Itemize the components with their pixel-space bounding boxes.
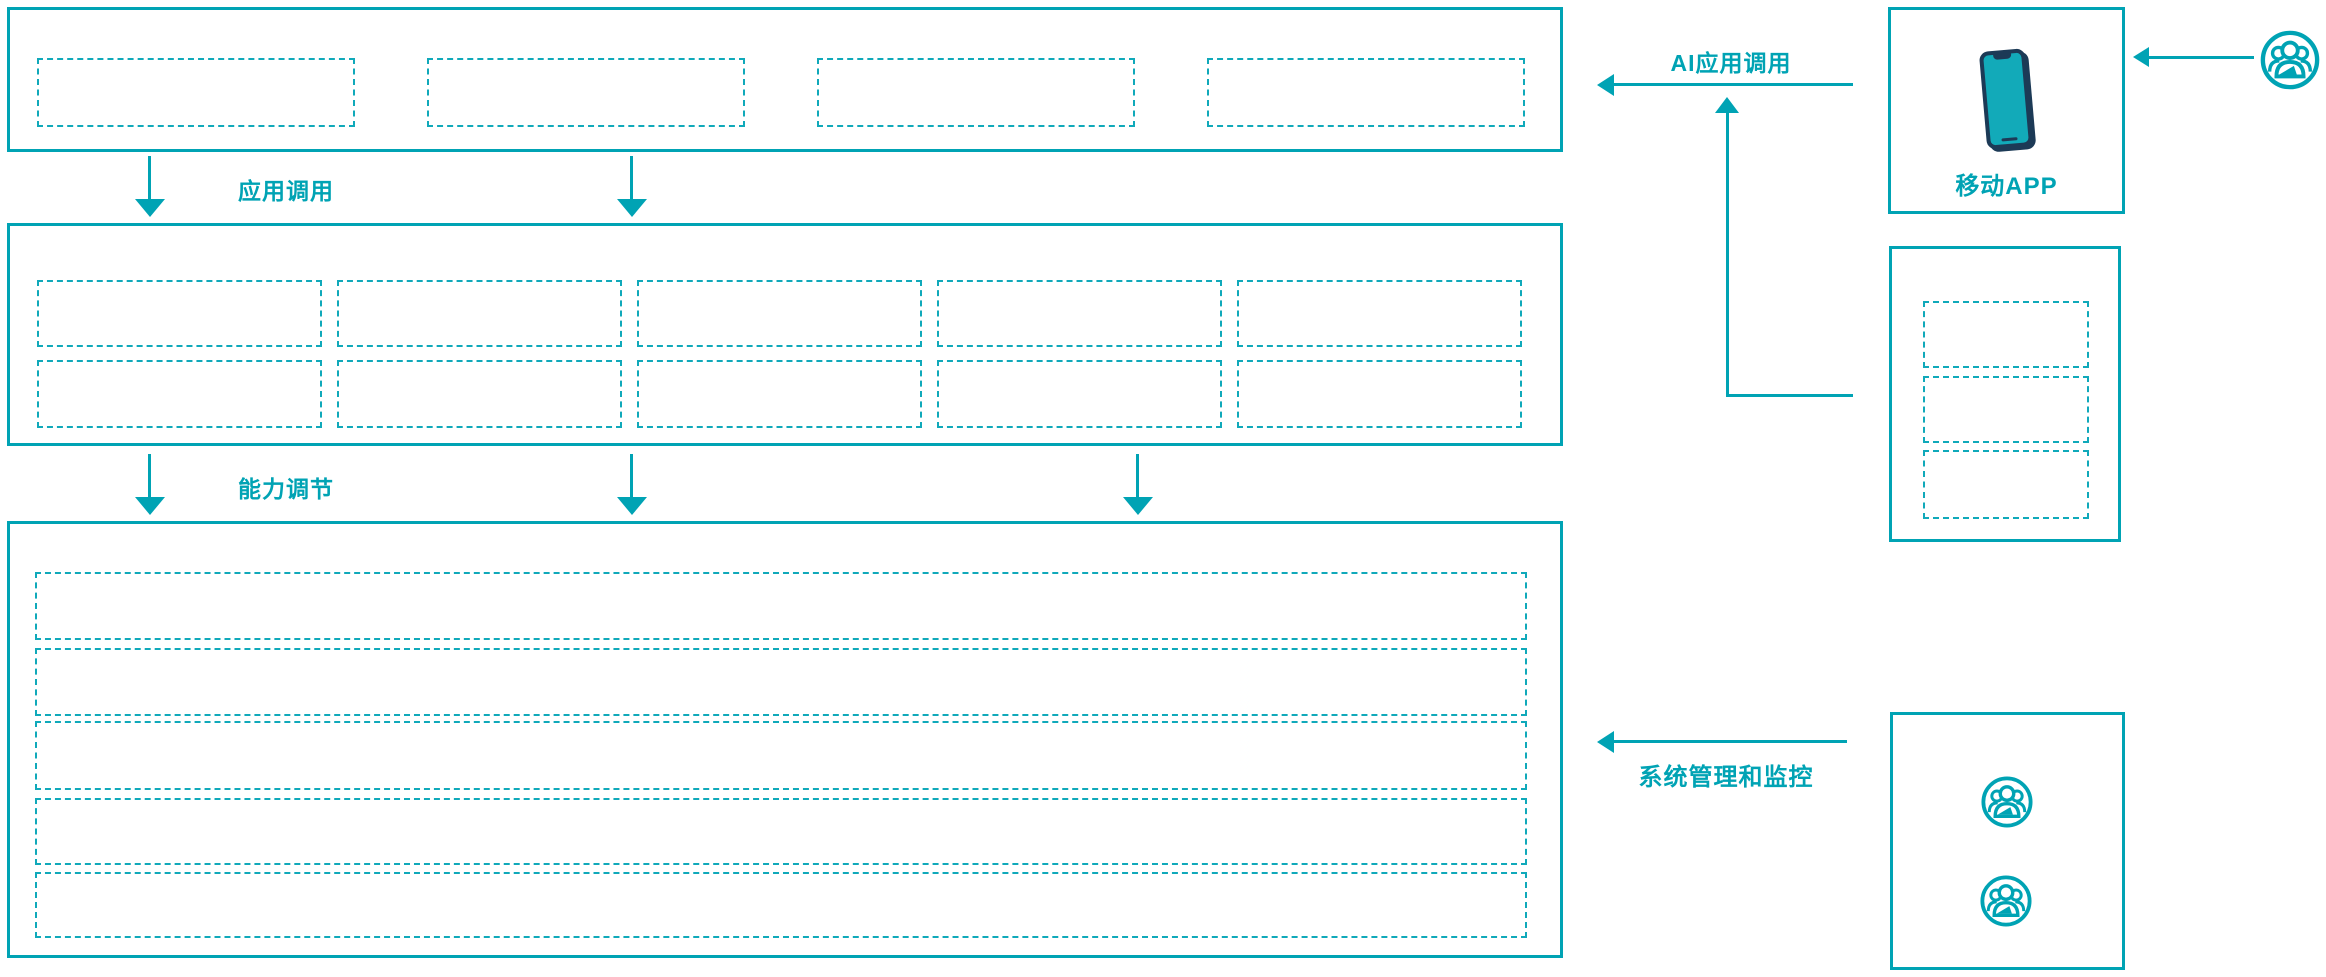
bottom-row-2 [35,648,1527,716]
middle-layer-box [7,223,1563,446]
middle-slot-r2c5 [1237,360,1522,428]
down-arrow-icon [135,199,165,217]
down-arrow-stem [1136,454,1139,498]
mobile-app-box: 移动APP [1888,7,2125,214]
service-slot-3 [1923,450,2089,519]
down-arrow-stem [148,454,151,498]
system-mgmt-label: 系统管理和监控 [1638,764,1814,791]
service-connector-vline [1726,112,1729,397]
middle-slot-r2c1 [37,360,322,428]
middle-slot-r2c4 [937,360,1222,428]
bottom-row-5 [35,872,1527,938]
phone-notch [1993,52,2012,60]
down-arrow-stem [630,454,633,498]
smartphone-icon [1978,48,2034,150]
admin-panel-box [1890,712,2125,970]
left-arrow-icon [1597,731,1614,753]
top-slot-3 [817,58,1135,127]
bottom-row-1 [35,572,1527,640]
user-to-app-arrow-line [2148,56,2254,59]
down-arrow-icon [135,497,165,515]
middle-slot-r1c1 [37,280,322,347]
down-arrow-icon [617,497,647,515]
down-arrow-stem [630,156,633,200]
phone-homebar [2001,137,2018,142]
top-slot-1 [37,58,355,127]
top-slot-4 [1207,58,1525,127]
admin-user-group-icon [1980,875,2032,927]
middle-slot-r2c3 [637,360,922,428]
middle-slot-r1c4 [937,280,1222,347]
middle-slot-r2c2 [337,360,622,428]
service-connector-hline [1726,394,1853,397]
ai-app-call-label: AI应用调用 [1670,50,1792,76]
middle-slot-r1c3 [637,280,922,347]
top-layer-box [7,7,1563,152]
ai-call-arrow-line [1613,83,1853,86]
up-arrow-icon [1715,97,1739,113]
middle-slot-r1c2 [337,280,622,347]
down-arrow-icon [617,199,647,217]
admin-user-group-icon [1981,776,2033,828]
capability-adjust-label: 能力调节 [238,476,334,502]
bottom-row-3 [35,721,1527,790]
top-slot-2 [427,58,745,127]
down-arrow-icon [1123,497,1153,515]
service-slot-2 [1923,376,2089,443]
down-arrow-stem [148,156,151,200]
middle-slot-r1c5 [1237,280,1522,347]
bottom-layer-box [7,521,1563,958]
left-arrow-icon [1597,74,1614,96]
system-mgmt-arrow-line [1613,740,1847,743]
bottom-row-4 [35,798,1527,865]
mobile-app-label: 移动APP [1955,173,2058,200]
user-group-icon [2260,30,2320,90]
app-call-label: 应用调用 [238,178,334,204]
left-arrow-icon [2133,47,2149,67]
service-slot-1 [1923,301,2089,368]
service-panel-box [1889,246,2121,542]
